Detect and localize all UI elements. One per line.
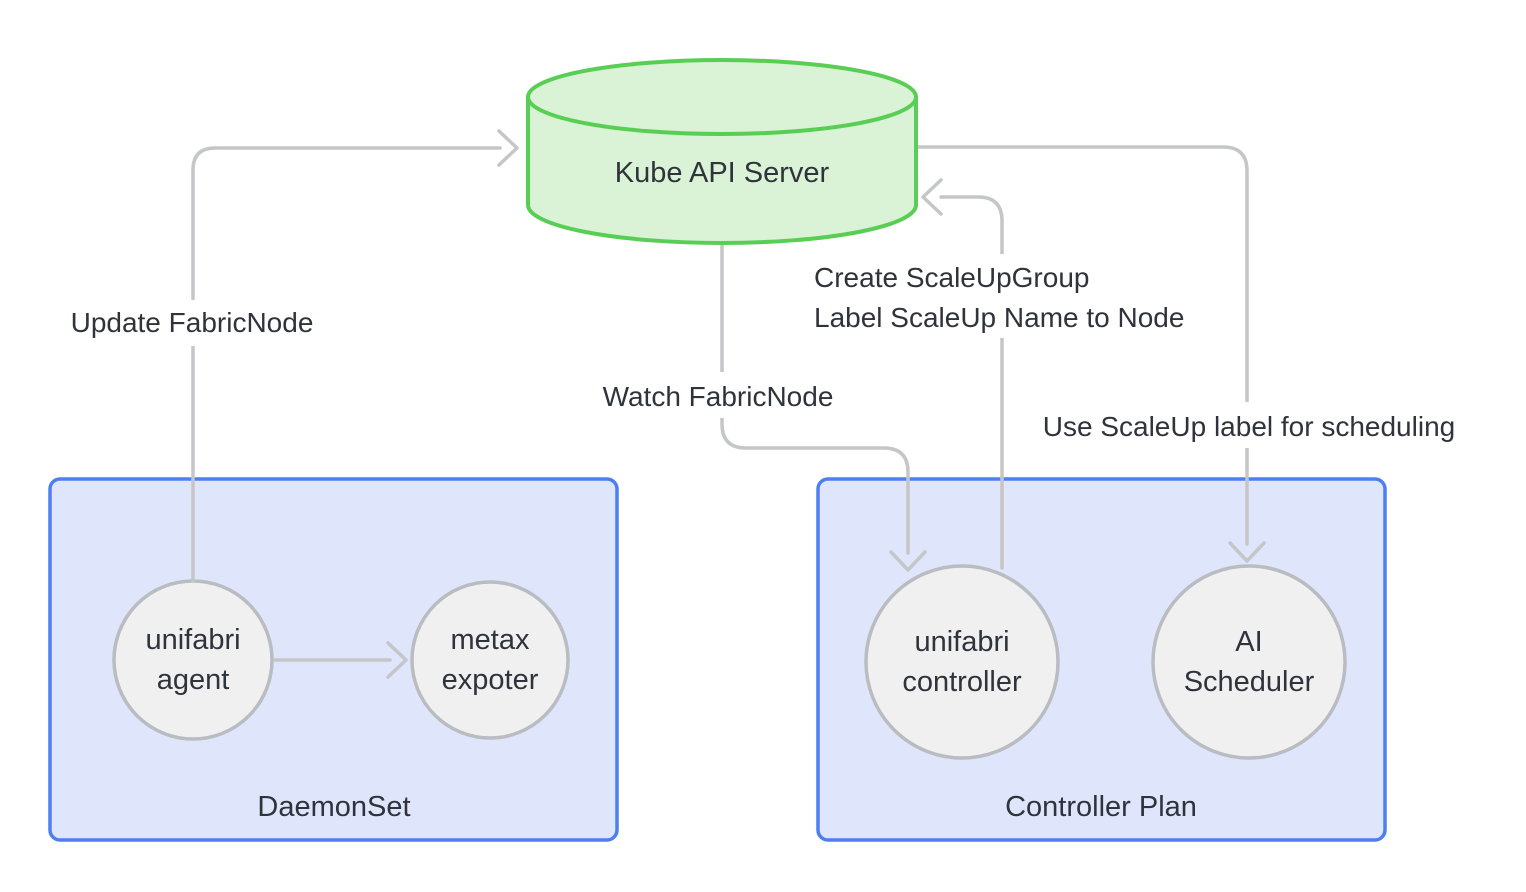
arrowhead-right-icon: [497, 129, 519, 167]
edge-update-fabricnode-line: [191, 146, 502, 583]
unifabri-agent-label-line1: unifabri: [145, 624, 240, 656]
create-scaleupgroup-label-line1: Create ScaleUpGroup: [814, 262, 1089, 293]
metax-expoter-label-line2: expoter: [442, 664, 539, 696]
arrowhead-down-icon: [889, 550, 927, 572]
arrowhead-down-icon: [1228, 541, 1266, 563]
cylinder-top: [526, 58, 918, 136]
unifabri-agent-label-line2: agent: [157, 664, 230, 696]
use-scaleup-label: Use ScaleUp label for scheduling: [1043, 411, 1455, 442]
kube-api-server-label: Kube API Server: [615, 157, 830, 189]
edge-use-scaleup-label: [916, 145, 1266, 563]
create-scaleupgroup-label-bg: [806, 254, 1198, 338]
cylinder-body: [526, 97, 918, 245]
metax-expoter-node: [410, 580, 570, 740]
arrowhead-left-icon: [921, 178, 943, 216]
update-fabricnode-label: Update FabricNode: [71, 307, 314, 338]
ai-scheduler-node: [1151, 564, 1347, 760]
metax-expoter-label-line1: metax: [451, 624, 530, 656]
unifabri-controller-node: [864, 564, 1060, 760]
ai-scheduler-label-line1: AI: [1235, 626, 1262, 658]
edge-agent-to-expoter: [273, 641, 408, 679]
edge-use-scaleup-label-line: [916, 145, 1249, 546]
node-labels: unifabri agent metax expoter unifabri co…: [145, 624, 1314, 698]
create-scaleupgroup-label-line2: Label ScaleUp Name to Node: [814, 302, 1184, 333]
unifabri-controller-label-line2: controller: [902, 666, 1022, 698]
watch-fabricnode-label-bg: [590, 372, 846, 418]
unifabri-controller-label-line1: unifabri: [914, 626, 1009, 658]
arrowhead-right-icon: [386, 641, 408, 679]
daemonset-label: DaemonSet: [257, 791, 410, 823]
update-fabricnode-label-bg: [58, 300, 326, 346]
edge-create-scaleupgroup-line: [939, 195, 1004, 570]
use-scaleup-label-bg: [1028, 402, 1470, 448]
edge-create-scaleupgroup: [921, 178, 1004, 570]
edge-watch-fabricnode-line: [720, 241, 910, 555]
watch-fabricnode-label: Watch FabricNode: [603, 381, 834, 412]
unifabri-agent-node: [112, 579, 274, 741]
edge-update-fabricnode: [191, 129, 519, 583]
kube-api-server-cylinder: Kube API Server: [526, 58, 918, 245]
ai-scheduler-label-line2: Scheduler: [1184, 666, 1315, 698]
edge-labels: Update FabricNode Watch FabricNode Creat…: [58, 254, 1470, 448]
edge-watch-fabricnode: [720, 241, 927, 572]
controller-plan-label: Controller Plan: [1005, 791, 1197, 823]
